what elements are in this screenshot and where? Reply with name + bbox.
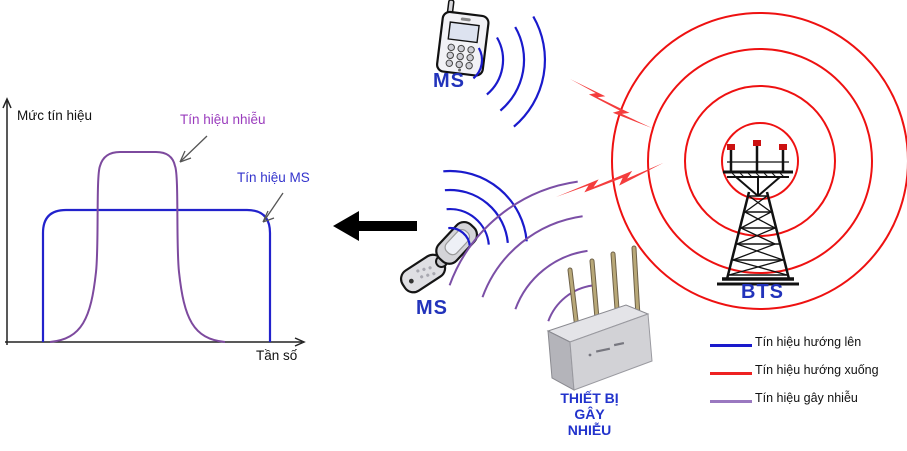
signal-chart xyxy=(2,97,306,347)
legend-row-uplink: Tín hiệu hướng lên xyxy=(710,335,861,351)
coverage-circle-2 xyxy=(684,85,836,237)
jammer-front-face xyxy=(569,313,653,391)
bts-label: BTS xyxy=(741,281,784,303)
jammer-front-details xyxy=(588,341,625,357)
ms-phone-middle-icon xyxy=(399,220,479,294)
lightning-bolt-top-icon xyxy=(570,79,653,129)
flip-phone-button xyxy=(408,278,414,284)
ms-curve-label: Tín hiệu MS xyxy=(237,170,310,185)
jammer-label: THIẾT BỊ GÂY NHIỄU xyxy=(532,390,647,438)
left-arrow-icon xyxy=(333,211,417,241)
lightning-bolts xyxy=(556,79,664,197)
x-axis-label: Tần số xyxy=(256,348,298,363)
flip-phone-keypad xyxy=(416,266,436,279)
legend-row-jamming: Tín hiệu gây nhiễu xyxy=(710,391,858,407)
jammer-label-line3: NHIỄU xyxy=(567,422,612,438)
ms-label-arrow-icon xyxy=(262,192,284,223)
legend-jamming-label: Tín hiệu gây nhiễu xyxy=(755,391,858,405)
legend-uplink-label: Tín hiệu hướng lên xyxy=(755,335,862,349)
jam-label-arrow-icon xyxy=(179,135,208,163)
phone-speaker xyxy=(460,17,471,22)
ms-signal-curve xyxy=(41,208,272,342)
legend-row-downlink: Tín hiệu hướng xuống xyxy=(710,363,879,379)
ms-phone-top-icon xyxy=(435,0,490,77)
phone-mic-dot xyxy=(458,68,462,72)
jamming-signal-curve xyxy=(49,151,226,343)
legend-downlink-label: Tín hiệu hướng xuống xyxy=(755,363,879,377)
coverage-circle-4 xyxy=(611,12,907,310)
lightning-bolt-bottom-icon xyxy=(556,162,664,197)
coverage-circle-1 xyxy=(721,122,799,200)
downlink-line-swatch xyxy=(710,372,752,375)
jamming-curve-label: Tín hiệu nhiễu xyxy=(180,112,266,127)
uplink-waves-top xyxy=(472,15,547,128)
jammer-label-line1: THIẾT BỊ xyxy=(560,390,619,406)
jammer-device-icon xyxy=(546,245,653,391)
phone-screen xyxy=(447,21,480,44)
jammer-label-line2: GÂY xyxy=(574,406,605,422)
bts-coverage-circles xyxy=(611,12,907,310)
ms-middle-label: MS xyxy=(416,297,448,319)
coverage-circle-3 xyxy=(647,48,873,274)
uplink-waves-middle xyxy=(443,169,528,247)
x-axis-arrowhead-icon xyxy=(294,337,306,347)
bts-tower-icon xyxy=(717,140,799,286)
y-axis-label: Mức tín hiệu xyxy=(17,108,93,123)
uplink-line-swatch xyxy=(710,344,752,347)
ms-top-label: MS xyxy=(433,70,465,92)
jammer-waves xyxy=(448,180,593,322)
flip-phone-screen xyxy=(444,229,471,256)
jamming-line-swatch xyxy=(710,400,752,403)
y-axis-arrowhead-icon xyxy=(2,97,12,109)
phone-keypad xyxy=(445,43,475,70)
flip-phone-lid xyxy=(435,220,479,265)
